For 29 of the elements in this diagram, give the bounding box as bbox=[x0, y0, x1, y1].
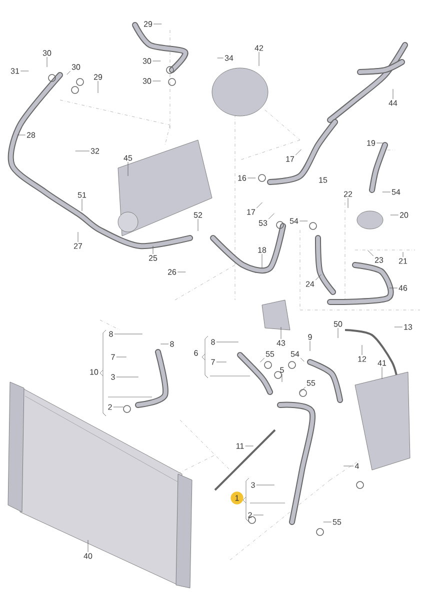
leader-line bbox=[300, 358, 304, 362]
leader-line bbox=[66, 70, 71, 75]
leader-line bbox=[315, 274, 322, 280]
leader-line bbox=[113, 406, 124, 408]
leader-line bbox=[299, 220, 308, 222]
leader-line bbox=[75, 150, 90, 152]
leader-line bbox=[392, 88, 394, 100]
leader-line bbox=[152, 80, 161, 82]
leader-line bbox=[402, 252, 404, 258]
leader-line bbox=[152, 60, 161, 62]
leader-line bbox=[46, 56, 48, 68]
leader-line bbox=[17, 134, 26, 136]
leader-line bbox=[20, 70, 29, 72]
leader-line bbox=[280, 326, 282, 340]
leader-line bbox=[258, 52, 260, 66]
leader-line bbox=[253, 514, 264, 516]
leader-line bbox=[300, 386, 306, 393]
leader-line bbox=[256, 202, 262, 208]
leader-line bbox=[394, 326, 403, 328]
leader-line bbox=[368, 250, 374, 256]
leader-line bbox=[152, 246, 154, 254]
leader-line bbox=[268, 213, 274, 220]
leader-line bbox=[390, 214, 399, 216]
leader-line bbox=[376, 142, 383, 144]
leader-line bbox=[116, 356, 127, 358]
leader-line bbox=[295, 149, 302, 156]
leader-line bbox=[116, 376, 139, 378]
leader-line bbox=[260, 358, 265, 362]
leader-line bbox=[256, 484, 275, 486]
